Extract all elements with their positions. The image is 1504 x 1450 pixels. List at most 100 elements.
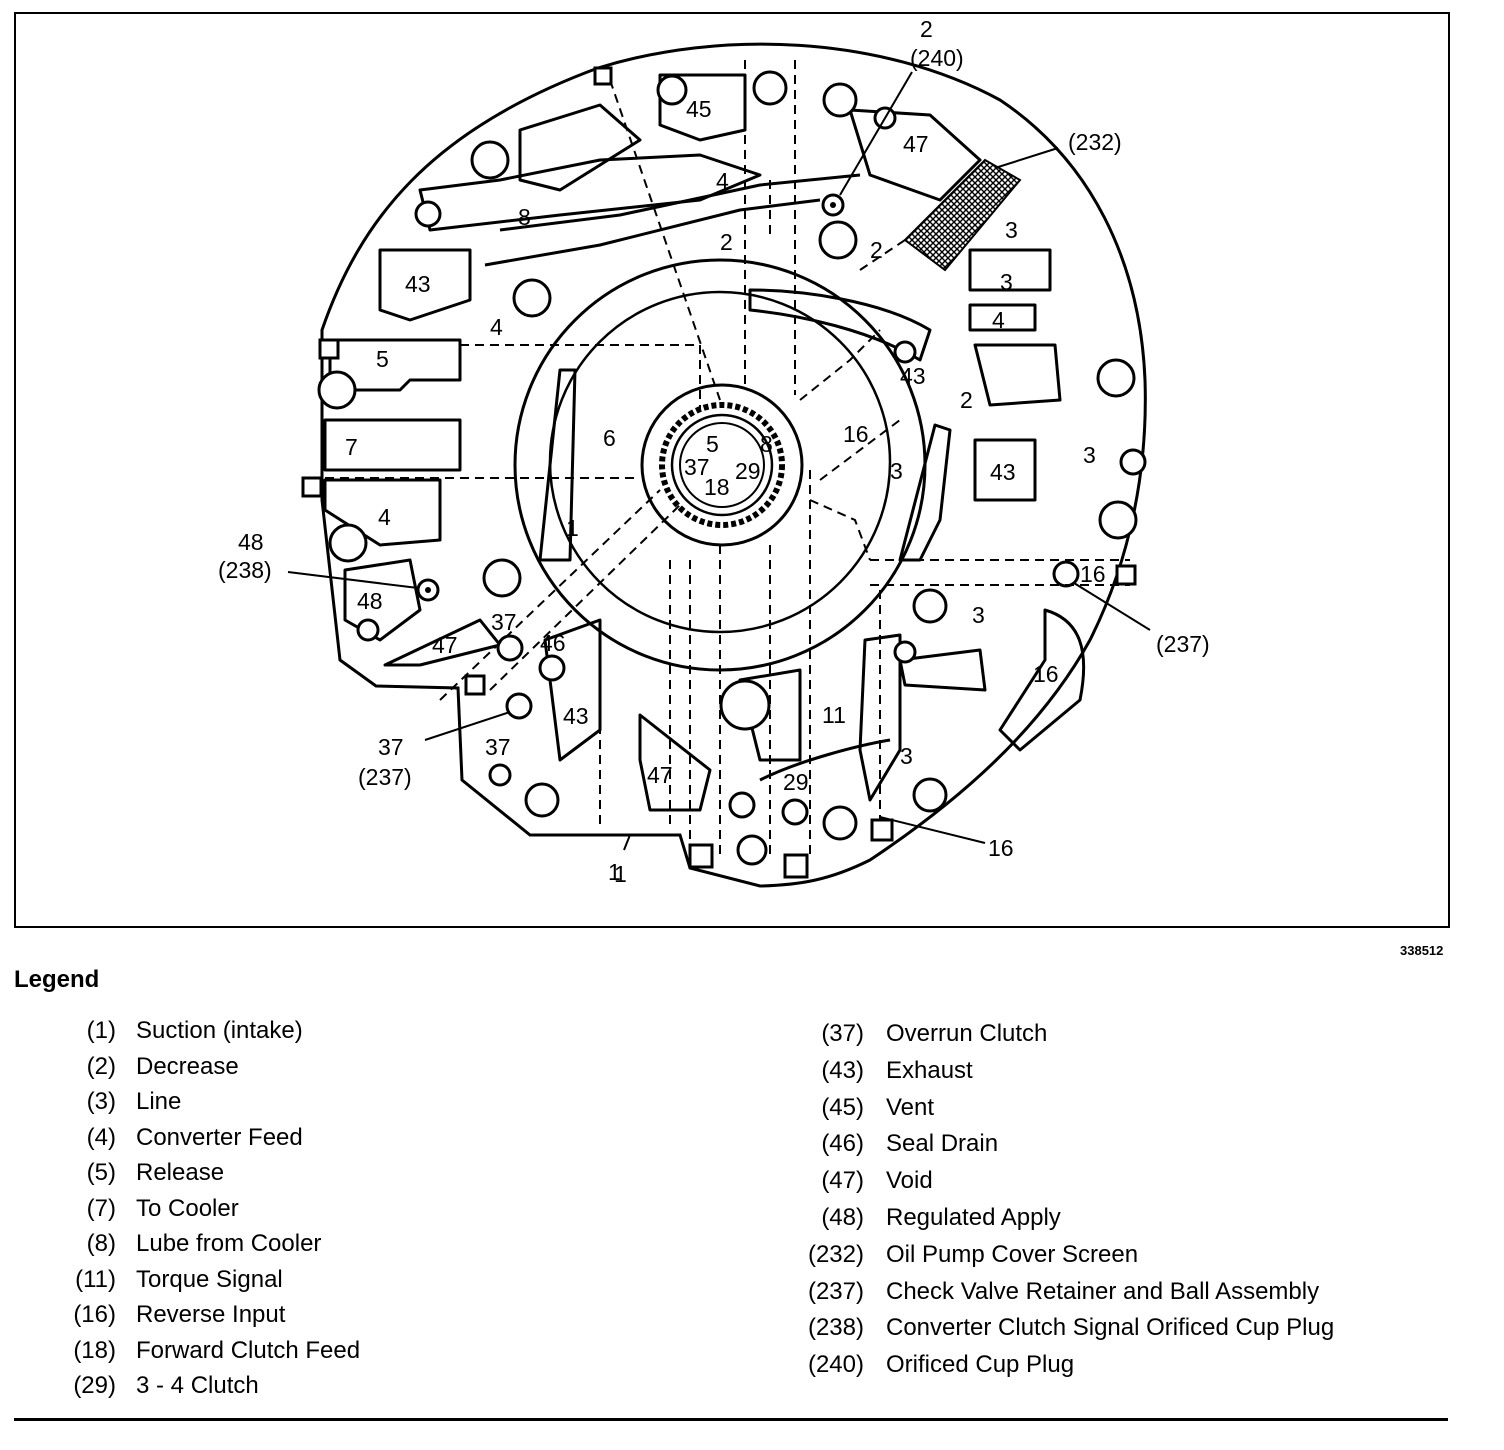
passage-label: 2 <box>720 229 733 255</box>
legend-description: Regulated Apply <box>886 1203 1061 1231</box>
legend-code: (47) <box>821 1167 864 1195</box>
leader-lines <box>287 71 1151 851</box>
passage-label: 3 <box>1083 442 1096 468</box>
passage-label: 16 <box>1033 661 1059 687</box>
callout-lower-valve-ref: (237) <box>358 764 412 790</box>
passage-label: 37 <box>491 609 517 635</box>
bolt-holes <box>317 70 1147 866</box>
legend-code: (238) <box>807 1314 864 1342</box>
legend-code: (4) <box>86 1123 116 1151</box>
hidden-passages <box>325 60 1130 860</box>
legend-code: (11) <box>75 1265 116 1293</box>
passage-label: 8 <box>518 204 531 230</box>
legend-description: Orificed Cup Plug <box>886 1351 1075 1379</box>
passage-label: 18 <box>704 474 730 500</box>
passage-label: 43 <box>990 459 1016 485</box>
passage-label: 47 <box>903 131 929 157</box>
passage-label: 16 <box>1080 561 1106 587</box>
passage-label: 29 <box>783 769 809 795</box>
pump-cover-outline <box>320 42 1147 888</box>
passage-label: 43 <box>405 271 431 297</box>
legend-description: Oil Pump Cover Screen <box>886 1240 1139 1268</box>
legend-description: Void <box>886 1167 933 1195</box>
passage-label: 3 <box>900 743 913 769</box>
passage-label: 6 <box>603 425 616 451</box>
callout-bottom-right-code: 16 <box>988 835 1014 861</box>
legend-title: Legend <box>14 966 100 993</box>
legend-description: Line <box>136 1088 182 1115</box>
stator-shaft-inner <box>679 422 765 508</box>
legend-code: (5) <box>86 1159 116 1186</box>
callout-bottom-code: 1 <box>614 861 627 887</box>
callout-right-valve-ref: (237) <box>1156 631 1210 657</box>
passage-label: 47 <box>647 762 673 788</box>
legend-code: (43) <box>821 1056 864 1084</box>
diagram-frame <box>14 12 1450 928</box>
passage-label: 45 <box>686 96 712 122</box>
orificed-cup-plug-240-center <box>830 202 836 208</box>
legend-code: (16) <box>73 1301 116 1328</box>
legend-description: Seal Drain <box>886 1130 999 1158</box>
passage-label: 8 <box>760 431 773 457</box>
legend-description: 3 - 4 Clutch <box>136 1372 259 1399</box>
legend-code: (46) <box>821 1130 864 1158</box>
passage-label: 4 <box>992 307 1005 333</box>
legend-description: Decrease <box>136 1052 239 1080</box>
legend-code: (29) <box>73 1372 116 1399</box>
legend-code: (7) <box>86 1194 116 1222</box>
passage-walls <box>323 73 1086 812</box>
legend-code: (18) <box>73 1336 116 1364</box>
legend-code: (37) <box>821 1020 864 1047</box>
legend-code: (237) <box>807 1277 864 1305</box>
passage-label: 37 <box>485 734 511 760</box>
passage-label: 4 <box>716 168 729 194</box>
callout-left-plug-code: 48 <box>238 529 264 555</box>
stator-shaft-spline <box>659 402 785 528</box>
retainer-tabs <box>301 66 1137 879</box>
legend-description: Check Valve Retainer and Ball Assembly <box>886 1277 1320 1305</box>
passage-label: 7 <box>345 434 358 460</box>
legend-description: To Cooler <box>136 1194 239 1222</box>
passage-label: 11 <box>822 702 846 728</box>
legend-code: (8) <box>86 1230 116 1257</box>
legend-description: Torque Signal <box>136 1265 283 1293</box>
passage-label: 5 <box>706 431 719 457</box>
legend-code: (3) <box>86 1088 116 1115</box>
legend-description: Vent <box>886 1093 935 1121</box>
passage-label: 4 <box>490 314 503 340</box>
legend-description: Converter Feed <box>136 1123 303 1151</box>
legend-description: Forward Clutch Feed <box>136 1336 361 1364</box>
callout-left-plug-ref: (238) <box>218 557 272 583</box>
passage-label: 3 <box>1005 217 1018 243</box>
legend-description: Exhaust <box>886 1056 973 1084</box>
legend-code: (48) <box>821 1203 864 1231</box>
passage-label: 3 <box>972 602 985 628</box>
figure-id: 338512 <box>1400 943 1444 958</box>
legend-description: Converter Clutch Signal Orificed Cup Plu… <box>886 1314 1335 1342</box>
callout-top-plug-ref: (240) <box>910 45 964 71</box>
legend-code: (240) <box>807 1351 864 1379</box>
legend-code: (45) <box>821 1093 864 1121</box>
passage-label: 1 <box>608 859 621 885</box>
check-valve-237-lower <box>505 692 533 720</box>
passage-label: 4 <box>378 504 391 530</box>
passage-label: 37 <box>684 454 710 480</box>
passage-label: 43 <box>563 703 589 729</box>
legend-description: Suction (intake) <box>136 1017 303 1044</box>
passage-label: 2 <box>960 387 973 413</box>
passage-label: 5 <box>376 346 389 372</box>
stator-shaft-hub-outer <box>640 383 804 547</box>
passage-label: 48 <box>357 588 383 614</box>
callout-screen-ref: (232) <box>1068 129 1122 155</box>
passage-label: 47 <box>432 632 458 658</box>
passage-label: 1 <box>566 515 579 541</box>
legend-code: (232) <box>807 1240 864 1268</box>
passage-label: 3 <box>890 458 903 484</box>
passage-label: 43 <box>900 363 926 389</box>
legend-description: Lube from Cooler <box>136 1230 322 1257</box>
passage-label: 3 <box>1000 269 1013 295</box>
callout-top-plug-code: 2 <box>920 16 933 42</box>
bottom-rule <box>14 1418 1448 1421</box>
